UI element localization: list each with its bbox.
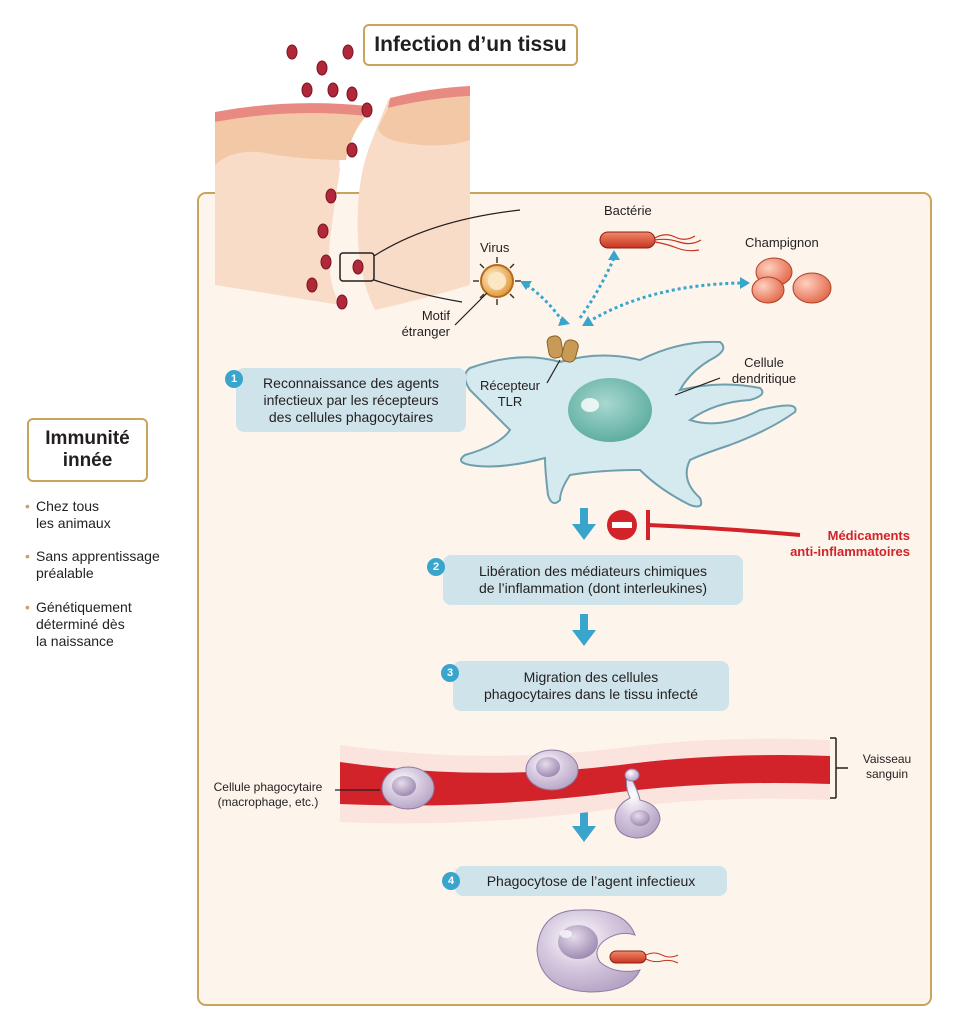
zoom-box: [339, 252, 375, 282]
vessel-label: Vaisseau sanguin: [862, 752, 912, 781]
engulfed-bacterium: [609, 950, 679, 964]
step-1-text: Reconnaissance des agents: [263, 374, 439, 391]
recognition-arrows: [526, 257, 741, 324]
step-1-number: 1: [225, 370, 243, 388]
inhibition-symbol: [607, 510, 801, 540]
blood-vessel: [340, 737, 848, 824]
step-4-box: Phagocytose de l’agent infectieux: [455, 866, 727, 896]
bullet-item: Chez tous les animaux: [25, 498, 206, 532]
bullet-item: Génétiquement déterminé dès la naissance: [25, 599, 206, 650]
phagocyte-label: Cellule phagocytaire (macrophage, etc.): [213, 780, 323, 809]
step-2-number: 2: [427, 558, 445, 576]
phagocytes-in-vessel: [381, 749, 661, 839]
step-3-text: Migration des cellules: [523, 669, 659, 685]
tlr-receptor-label: Récepteur TLR: [480, 378, 540, 409]
foreign-motif-label: Motif étranger: [401, 308, 450, 339]
step-4-text: Phagocytose de l’agent infectieux: [486, 872, 696, 889]
virus-label: Virus: [480, 240, 510, 255]
dendritic-cell: [460, 340, 797, 508]
bacteria-label: Bactérie: [604, 203, 652, 218]
invading-bacteria: [286, 44, 373, 310]
macrophage: [536, 909, 641, 993]
step-2-text: Libération des médiateurs chimiques: [478, 563, 707, 579]
step-2-box: Libération des médiateurs chimiques de l…: [443, 555, 743, 605]
tissue: [215, 86, 470, 310]
innate-title-line2: innée: [62, 450, 113, 471]
page-title: Infection d’un tissu: [363, 24, 578, 66]
step-4-number: 4: [442, 872, 460, 890]
tlr-receptor: [546, 335, 579, 363]
virus-particle: [473, 257, 521, 305]
flow-arrows: [572, 508, 596, 842]
innate-immunity-box: Immunité innée: [27, 418, 148, 482]
innate-title-line1: Immunité: [45, 428, 130, 449]
fungus-cells: [751, 257, 832, 304]
dendritic-cell-label: Cellule dendritique: [731, 355, 797, 386]
step-3-number: 3: [441, 664, 459, 682]
anti-inflammatory-drugs-label: Médicaments anti-inflammatoires: [790, 528, 910, 559]
fungus-label: Champignon: [745, 235, 819, 250]
bacterium: [599, 231, 702, 252]
arrow-heads: [520, 250, 750, 326]
step-3-box: Migration des cellules phagocytaires dan…: [453, 661, 729, 711]
bullet-item: Sans apprentissage préalable: [25, 548, 206, 582]
step-1-box: Reconnaissance des agents infectieux par…: [236, 368, 466, 432]
